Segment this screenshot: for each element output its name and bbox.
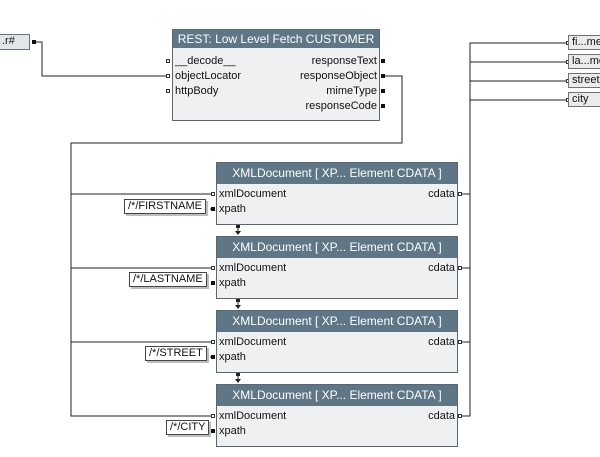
rest-node[interactable]: REST: Low Level Fetch CUSTOMER — [172, 29, 380, 121]
xml-node-2-out-cdata: cdata — [428, 262, 455, 274]
seq-dot-2 — [236, 299, 240, 302]
rest-output-port-mimetype[interactable] — [381, 89, 385, 93]
wire-responseobject-to-xml — [70, 75, 403, 417]
sink-firstname-label: fi...me — [572, 36, 600, 48]
xml-node-4-out-cdata: cdata — [428, 410, 455, 422]
sink-lastname-label: la...me — [572, 55, 600, 67]
xml-node-4-cdata-port[interactable] — [458, 414, 462, 418]
seq-arrow-3 — [235, 379, 241, 383]
xml-node-1-in-doc: xmlDocument — [219, 188, 287, 200]
source-output-port[interactable] — [32, 40, 36, 44]
xml-node-4-in-doc: xmlDocument — [219, 410, 287, 422]
wire-cdata1 — [461, 42, 568, 195]
xml-node-1-title: XMLDocument [ XP... Element CDATA ] — [217, 163, 457, 184]
xpath-constant-firstname[interactable]: /*/FIRSTNAME — [124, 199, 206, 214]
xml-node-4-xpath-port[interactable] — [211, 429, 215, 433]
xml-node-4[interactable]: XMLDocument [ XP... Element CDATA ] — [216, 384, 458, 447]
source-node-label: .r# — [2, 35, 15, 47]
xml-node-3-title: XMLDocument [ XP... Element CDATA ] — [217, 311, 457, 332]
seq-dot-1 — [236, 225, 240, 228]
xpath-constant-lastname[interactable]: /*/LASTNAME — [129, 272, 207, 287]
rest-output-responseobject: responseObject — [299, 70, 377, 82]
xpath-constant-city[interactable]: /*/CITY — [166, 420, 210, 435]
source-node[interactable]: .r# — [0, 34, 30, 50]
xml-node-1-in-xpath: xpath — [219, 203, 246, 215]
sink-city-label: city — [572, 93, 589, 105]
rest-output-port-responseobject[interactable] — [381, 74, 385, 78]
rest-input-port-decode[interactable] — [166, 59, 170, 63]
xpath-constant-street[interactable]: /*/STREET — [145, 346, 207, 361]
xml-node-4-in-xpath: xpath — [219, 425, 246, 437]
rest-node-title: REST: Low Level Fetch CUSTOMER — [173, 30, 379, 48]
xml-node-2-title: XMLDocument [ XP... Element CDATA ] — [217, 237, 457, 258]
wire-source-to-objectlocator — [35, 41, 170, 77]
sink-street-label: street — [572, 74, 600, 86]
xml-node-1-cdata-port[interactable] — [458, 192, 462, 196]
xml-node-2-xpath-port[interactable] — [211, 281, 215, 285]
sink-street[interactable]: street — [568, 73, 600, 88]
sink-city[interactable]: city — [568, 92, 600, 107]
xml-node-1-xpath-port[interactable] — [211, 207, 215, 211]
rest-output-port-responsecode[interactable] — [381, 104, 385, 108]
xml-node-3-cdata-port[interactable] — [458, 340, 462, 344]
xml-node-3-xpath-port[interactable] — [211, 355, 215, 359]
xml-node-1-doc-port[interactable] — [211, 192, 215, 196]
xml-node-1[interactable]: XMLDocument [ XP... Element CDATA ] — [216, 162, 458, 225]
wire-cdata4 — [461, 194, 471, 417]
xml-node-2-in-xpath: xpath — [219, 277, 246, 289]
xml-node-2[interactable]: XMLDocument [ XP... Element CDATA ] — [216, 236, 458, 299]
rest-output-mimetype: mimeType — [326, 85, 377, 97]
xml-node-2-cdata-port[interactable] — [458, 266, 462, 270]
xml-node-3-doc-port[interactable] — [211, 340, 215, 344]
xml-node-3[interactable]: XMLDocument [ XP... Element CDATA ] — [216, 310, 458, 373]
xml-node-2-doc-port[interactable] — [211, 266, 215, 270]
rest-output-port-responsetext[interactable] — [381, 59, 385, 63]
rest-input-port-objectlocator[interactable] — [166, 74, 170, 78]
xml-node-3-in-doc: xmlDocument — [219, 336, 287, 348]
rest-output-responsetext: responseText — [311, 55, 377, 67]
xml-node-4-title: XMLDocument [ XP... Element CDATA ] — [217, 385, 457, 406]
rest-input-decode: __decode__ — [175, 55, 236, 67]
seq-arrow-1 — [235, 231, 241, 235]
rest-input-port-httpbody[interactable] — [166, 89, 170, 93]
rest-output-responsecode: responseCode — [305, 100, 377, 112]
xml-node-3-in-xpath: xpath — [219, 351, 246, 363]
seq-arrow-2 — [235, 305, 241, 309]
xml-node-3-out-cdata: cdata — [428, 336, 455, 348]
xml-node-2-in-doc: xmlDocument — [219, 262, 287, 274]
rest-input-objectlocator: objectLocator — [175, 70, 242, 82]
xml-node-4-doc-port[interactable] — [211, 414, 215, 418]
sink-lastname[interactable]: la...me — [568, 54, 600, 69]
rest-input-httpbody: httpBody — [175, 85, 219, 97]
seq-dot-3 — [236, 373, 240, 376]
sink-firstname[interactable]: fi...me — [568, 35, 600, 50]
xml-node-1-out-cdata: cdata — [428, 188, 455, 200]
